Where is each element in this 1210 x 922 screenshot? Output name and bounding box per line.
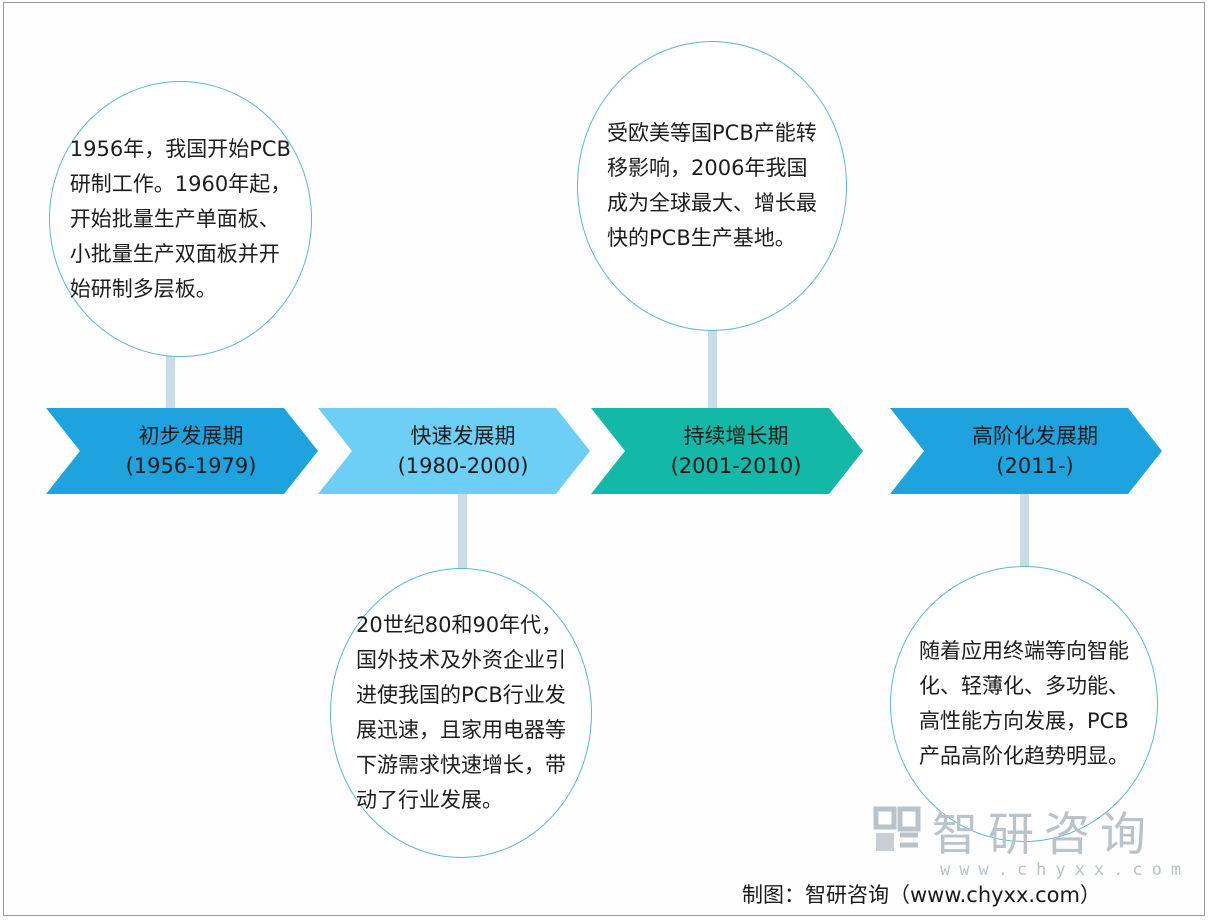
stage-name-2: 快速发展期 <box>410 424 516 448</box>
connector-stage-3 <box>708 328 717 409</box>
stage-chevron-2: 快速发展期 (1980-2000) <box>318 408 590 494</box>
watermark-url: www.chyxx.com <box>940 860 1191 880</box>
connector-stage-2 <box>458 493 467 573</box>
bubble-stage-4-text: 随着应用终端等向智能 化、轻薄化、多功能、 高性能方向发展，PCB 产品高阶化趋… <box>919 639 1129 768</box>
bubble-stage-2-text: 20世纪80和90年代， 国外技术及外资企业引 进使我国的PCB行业发 展迅速，… <box>356 613 566 812</box>
bubble-stage-3: 受欧美等国PCB产能转 移影响，2006年我国 成为全球最大、增长最 快的PCB… <box>577 41 847 331</box>
bubble-stage-2: 20世纪80和90年代， 国外技术及外资企业引 进使我国的PCB行业发 展迅速，… <box>330 568 592 858</box>
chevron-shape-3 <box>591 408 863 494</box>
chevron-shape-2 <box>318 408 590 494</box>
stage-chevron-1: 初步发展期 (1956-1979) <box>46 408 318 494</box>
connector-stage-4 <box>1020 493 1029 571</box>
bubble-stage-1-text: 1956年，我国开始PCB 研制工作。1960年起， 开始批量生产单面板、 小批… <box>69 136 292 301</box>
bubble-stage-4: 随着应用终端等向智能 化、轻薄化、多功能、 高性能方向发展，PCB 产品高阶化趋… <box>890 566 1158 842</box>
stage-label-1: 初步发展期 (1956-1979) <box>46 408 318 494</box>
stage-period-2: (1980-2000) <box>397 454 529 478</box>
bubble-stage-1: 1956年，我国开始PCB 研制工作。1960年起， 开始批量生产单面板、 小批… <box>49 81 312 357</box>
stage-period-3: (2001-2010) <box>670 454 802 478</box>
chevron-shape-4 <box>890 408 1162 494</box>
chevron-shape-1 <box>46 408 318 494</box>
diagram-frame: 1956年，我国开始PCB 研制工作。1960年起， 开始批量生产单面板、 小批… <box>3 2 1205 916</box>
watermark-logo-icon <box>873 806 921 851</box>
watermark: 智研咨询 <box>872 801 1156 861</box>
stage-name-1: 初步发展期 <box>138 424 244 448</box>
stage-chevron-4: 高阶化发展期 (2011-) <box>890 408 1162 494</box>
stage-name-3: 持续增长期 <box>683 424 789 448</box>
watermark-name: 智研咨询 <box>932 807 1156 861</box>
stage-label-2: 快速发展期 (1980-2000) <box>318 408 590 494</box>
stage-period-4: (2011-) <box>996 454 1074 478</box>
stage-label-4: 高阶化发展期 (2011-) <box>890 408 1162 494</box>
stage-chevron-3: 持续增长期 (2001-2010) <box>591 408 863 494</box>
chart-credit: 制图：智研咨询（www.chyxx.com） <box>742 883 1101 907</box>
bubble-stage-3-text: 受欧美等国PCB产能转 移影响，2006年我国 成为全球最大、增长最 快的PCB… <box>607 121 817 250</box>
stage-period-1: (1956-1979) <box>125 454 257 478</box>
stage-name-4: 高阶化发展期 <box>972 424 1098 448</box>
stage-label-3: 持续增长期 (2001-2010) <box>591 408 863 494</box>
connector-stage-1 <box>166 353 175 409</box>
